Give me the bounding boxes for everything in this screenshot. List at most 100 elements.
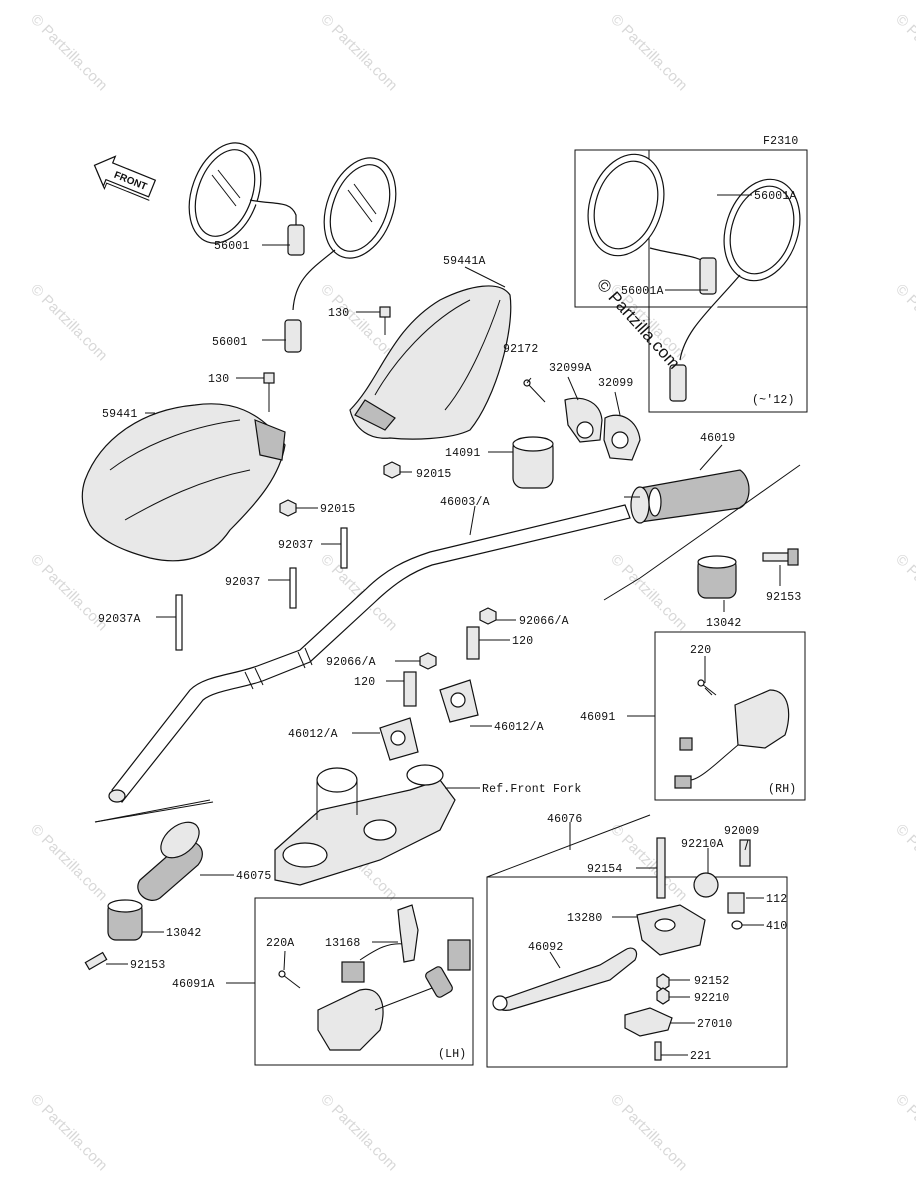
- label-46091: 46091: [580, 711, 616, 724]
- bolt-92154: [656, 837, 666, 899]
- mirror-right-56001: [284, 157, 397, 353]
- front-arrow-icon: FRONT: [93, 155, 157, 201]
- handlebar-46003A: [108, 504, 631, 803]
- label-220A: 220A: [266, 937, 294, 950]
- watermark-text: © Partzilla.com: [317, 11, 400, 94]
- cap-92066A-a: [479, 607, 497, 625]
- part-labels: 56001 56001 59441A 130 130 59441 92015 9…: [98, 190, 802, 1063]
- label-56001-top: 56001: [214, 240, 250, 253]
- bolt-130-a: [379, 306, 391, 335]
- bar-end-weight-13042-right: [697, 555, 737, 599]
- label-92066A-b: 92066/A: [326, 656, 376, 669]
- nut-92015-a: [383, 461, 401, 479]
- label-13042-left: 13042: [166, 927, 202, 940]
- grip-right-46019: [624, 469, 750, 524]
- figure-code: F2310: [763, 135, 799, 148]
- label-46092: 46092: [528, 941, 564, 954]
- label-59441A: 59441A: [443, 255, 486, 268]
- label-92172: 92172: [503, 343, 539, 356]
- clip-92037-b: [289, 567, 297, 609]
- label-92037A: 92037A: [98, 613, 141, 626]
- grip-left-46075: [137, 821, 203, 901]
- label-92037-b: 92037: [225, 576, 261, 589]
- label-46076: 46076: [547, 813, 583, 826]
- fork-top-clamp: [274, 764, 456, 886]
- label-lh: (LH): [438, 1048, 466, 1061]
- label-ref-front-fork: Ref.Front Fork: [482, 783, 581, 796]
- label-56001A-a: 56001A: [754, 190, 797, 203]
- watermark-text: © Partzilla.com: [607, 551, 690, 634]
- label-46091A: 46091A: [172, 978, 215, 991]
- label-13280: 13280: [567, 912, 603, 925]
- watermark-text: © Partzilla.com: [892, 11, 916, 94]
- lever-frame-leader: [486, 814, 651, 878]
- label-92037-a: 92037: [278, 539, 314, 552]
- bolt-120-b: [403, 671, 417, 707]
- label-120-b: 120: [354, 676, 375, 689]
- label-46019: 46019: [700, 432, 736, 445]
- switch-27010: [624, 1007, 673, 1037]
- label-92015-b: 92015: [320, 503, 356, 516]
- label-92153-left: 92153: [130, 959, 166, 972]
- label-92210: 92210: [694, 992, 730, 1005]
- label-130-b: 130: [208, 373, 229, 386]
- label-92066A-a: 92066/A: [519, 615, 569, 628]
- clamp-46012A-right: [439, 679, 479, 723]
- watermark-text: © Partzilla.com: [607, 1091, 690, 1174]
- watermark-text: © Partzilla.com: [892, 1091, 916, 1174]
- label-14091: 14091: [445, 447, 481, 460]
- holder-13280: [636, 904, 706, 956]
- watermark-text: © Partzilla.com: [27, 821, 110, 904]
- clamp-46012A-left: [379, 717, 419, 761]
- mirror-56001A-right: [669, 178, 801, 402]
- watermark-text: © Partzilla.com: [27, 281, 110, 364]
- watermark-text: © Partzilla.com: [317, 281, 400, 364]
- watermark-text: © Partzilla.com: [607, 11, 690, 94]
- cover-92210A: [693, 872, 719, 898]
- nut-92015-b: [279, 499, 297, 517]
- nut-92152: [656, 973, 670, 991]
- label-220: 220: [690, 644, 711, 657]
- label-46003A: 46003/A: [440, 496, 490, 509]
- label-92154: 92154: [587, 863, 623, 876]
- watermark-text: © Partzilla.com: [892, 281, 916, 364]
- clip-92037-a: [340, 527, 348, 569]
- label-112: 112: [766, 893, 787, 906]
- label-32099A: 32099A: [549, 362, 592, 375]
- switch-housing-46091A-lh: [317, 939, 471, 1051]
- bolt-130-b: [263, 372, 275, 412]
- label-13042-right: 13042: [706, 617, 742, 630]
- switch-housing-46091-rh: [674, 687, 790, 789]
- mirror-56001A-left: [587, 153, 717, 295]
- screw-92172: [523, 379, 546, 403]
- label-92009: 92009: [724, 825, 760, 838]
- screw-92153-right: [762, 548, 799, 566]
- screw-92153-left: [84, 951, 108, 971]
- label-46012A-b: 46012/A: [494, 721, 544, 734]
- label-92153-right: 92153: [766, 591, 802, 604]
- screw-92009: [739, 839, 751, 867]
- label-46012A-a: 46012/A: [288, 728, 338, 741]
- leader-lines: [94, 194, 801, 1056]
- label-27010: 27010: [697, 1018, 733, 1031]
- screw-221: [654, 1041, 662, 1061]
- throttle-case-32099A: [564, 397, 603, 443]
- lever-assembly-frame: [486, 876, 788, 1068]
- watermark-text: © Partzilla.com: [317, 1091, 400, 1174]
- cap-92066A-b: [419, 652, 437, 670]
- label-56001-bottom: 56001: [212, 336, 248, 349]
- hand-guard-right-59441A: [349, 285, 512, 440]
- label-rh: (RH): [768, 783, 796, 796]
- label-46075: 46075: [236, 870, 272, 883]
- label-130-a: 130: [328, 307, 349, 320]
- throttle-pipe-14091: [512, 436, 554, 489]
- mirror-left-56001: [188, 142, 305, 256]
- hand-guard-left-59441: [81, 403, 286, 562]
- screw-220A: [278, 970, 301, 989]
- lever-46092: [492, 947, 638, 1011]
- nut-92210: [656, 987, 670, 1005]
- screw-220: [697, 679, 717, 696]
- bolt-120-a: [466, 626, 480, 660]
- label-12: (~'12): [752, 394, 795, 407]
